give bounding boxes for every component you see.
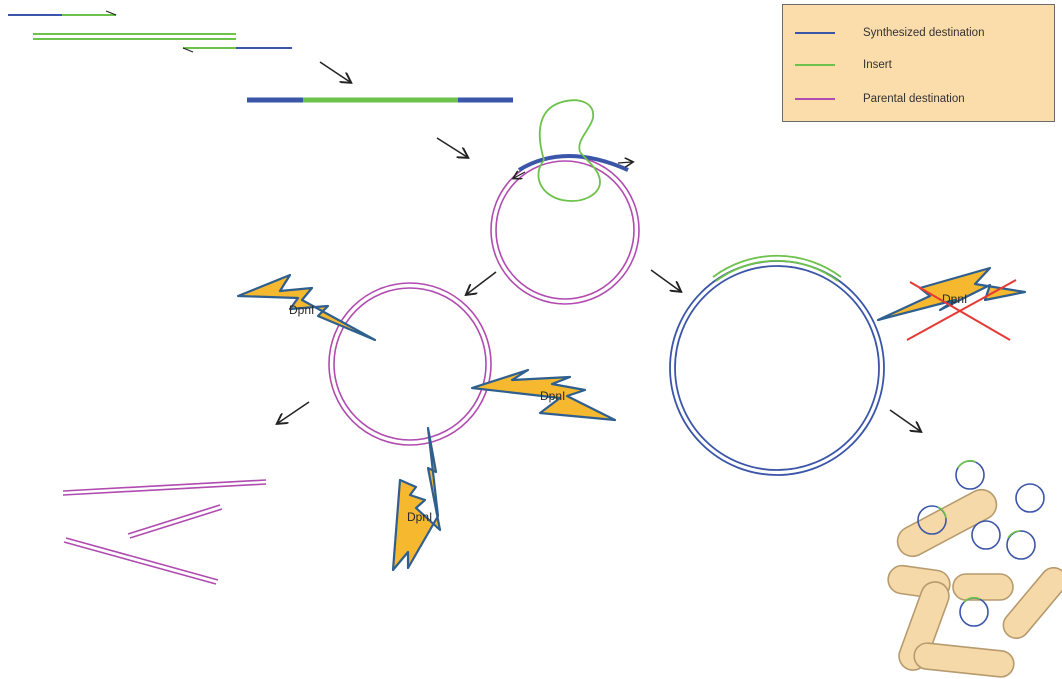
- dpni-label-1: DpnI: [289, 303, 314, 317]
- process-arrow-1: [319, 61, 350, 82]
- dpni-bolt-3: DpnI: [391, 426, 442, 572]
- dpni-bolt-1: DpnI: [236, 273, 377, 342]
- synthesized-plasmid: [669, 254, 885, 476]
- pcr-step-1: [8, 10, 292, 53]
- legend-item-parental: Parental destination: [795, 89, 965, 109]
- dpni-bolt-crossed: DpnI: [876, 266, 1027, 341]
- process-arrow-transform: [889, 409, 920, 431]
- process-arrow-2: [436, 137, 467, 157]
- process-arrow-digest: [278, 401, 310, 423]
- legend-item-synthesized: Synthesized destination: [795, 23, 984, 43]
- legend-item-insert: Insert: [795, 55, 892, 75]
- legend-label-insert: Insert: [863, 59, 892, 71]
- legend: Synthesized destination Insert Parental …: [782, 4, 1055, 122]
- legend-swatch-synthesized: [795, 32, 835, 34]
- parental-plasmid: [328, 282, 492, 446]
- dpni-label-2: DpnI: [540, 389, 565, 403]
- legend-swatch-insert: [795, 64, 835, 66]
- bacteria-cells: [887, 488, 1062, 678]
- digested-fragments: [62, 479, 267, 585]
- transformed-plasmids: [917, 459, 1045, 627]
- legend-label-parental: Parental destination: [863, 93, 965, 105]
- process-arrow-left: [467, 271, 497, 294]
- dpni-bolt-2: DpnI: [470, 368, 617, 422]
- process-arrow-right: [650, 269, 680, 291]
- annealed-plasmid: [490, 99, 640, 305]
- legend-swatch-parental: [795, 98, 835, 100]
- legend-label-synthesized: Synthesized destination: [863, 27, 985, 39]
- dpni-label-crossed: DpnI: [942, 292, 967, 306]
- dpni-label-3: DpnI: [407, 510, 432, 524]
